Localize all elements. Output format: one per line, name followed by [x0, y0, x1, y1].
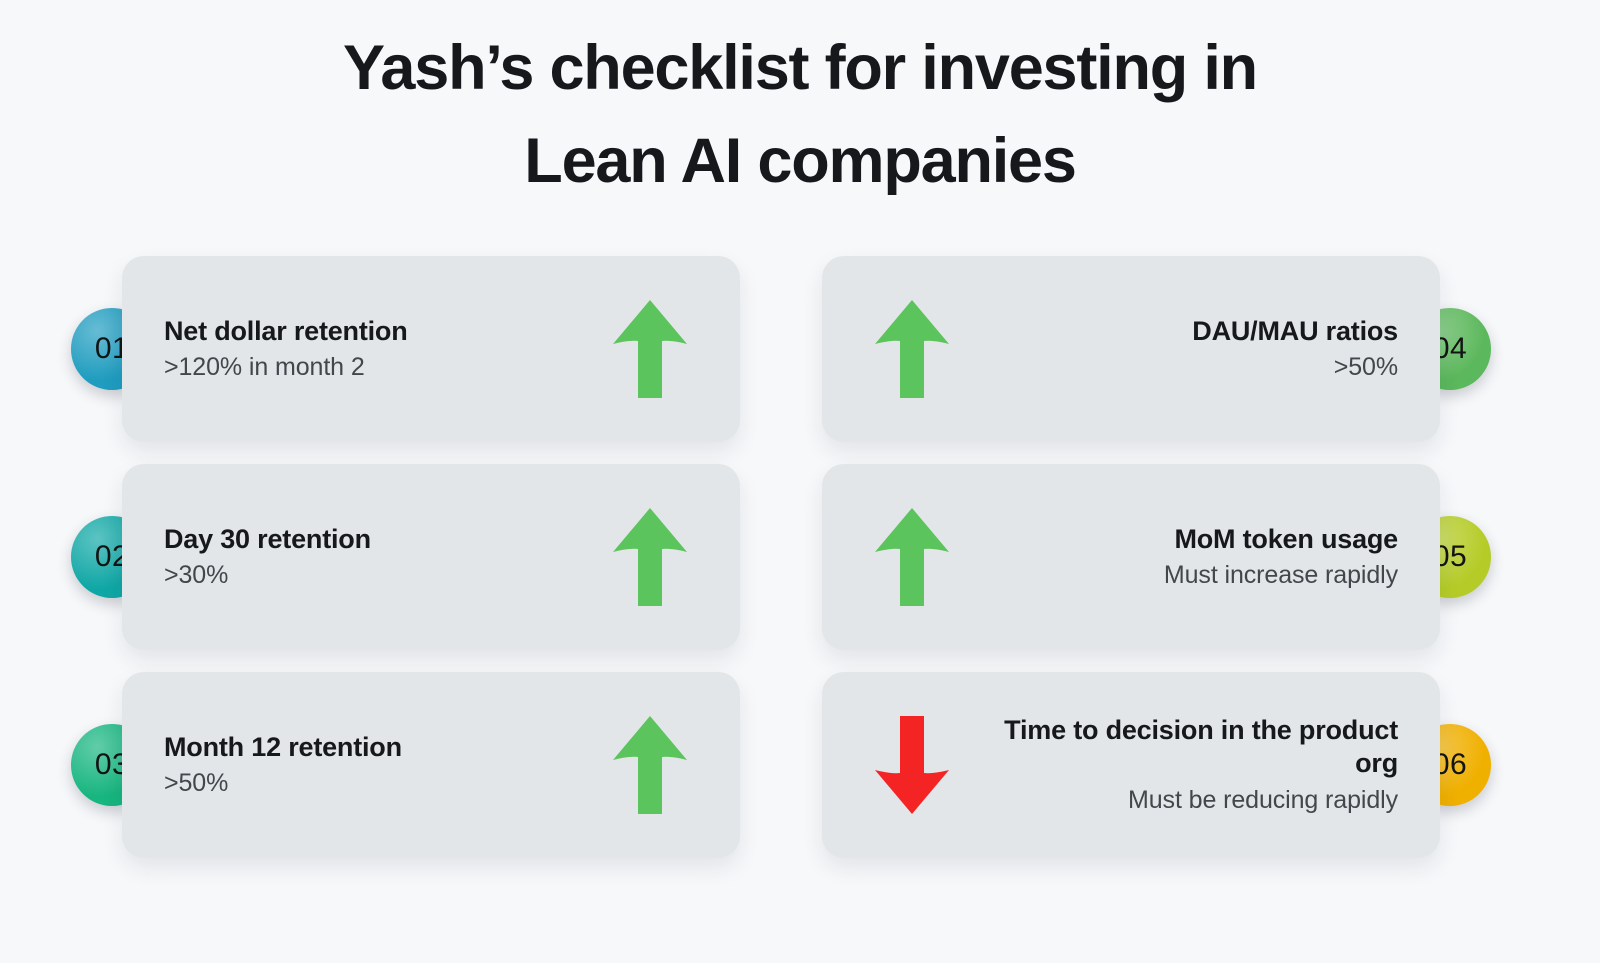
card-title: Month 12 retention — [164, 731, 402, 762]
card-subtitle: Must increase rapidly — [1163, 561, 1398, 590]
arrow-up-icon — [602, 713, 698, 817]
card-title: DAU/MAU ratios — [1192, 315, 1398, 346]
card-title: MoM token usage — [1174, 523, 1398, 554]
card-title: Time to decision in the product org — [1004, 715, 1398, 778]
checklist-item: 01 Net dollar retention >120% in month 2 — [71, 256, 740, 442]
arrow-up-icon — [864, 505, 960, 609]
checklist-card[interactable]: MoM token usage Must increase rapidly — [822, 464, 1440, 650]
checklist-item: 06 Time to decision in the product org M… — [822, 672, 1491, 858]
checklist-card[interactable]: Net dollar retention >120% in month 2 — [122, 256, 740, 442]
checklist-column-right: 04 DAU/MAU ratios >50% 05 — [822, 256, 1491, 858]
card-text: DAU/MAU ratios >50% — [960, 315, 1398, 384]
card-text: MoM token usage Must increase rapidly — [960, 523, 1398, 592]
card-subtitle: >30% — [164, 561, 229, 590]
card-text: Day 30 retention >30% — [164, 523, 602, 592]
arrow-up-icon — [602, 505, 698, 609]
card-title: Net dollar retention — [164, 315, 408, 346]
page-title-line-2: Lean AI companies — [524, 126, 1077, 197]
page-title-line-1: Yash’s checklist for investing in — [343, 33, 1258, 103]
page-title: Yash’s checklist for investing in Lean A… — [0, 22, 1600, 208]
card-title: Day 30 retention — [164, 523, 371, 554]
checklist-card[interactable]: Time to decision in the product org Must… — [822, 672, 1440, 858]
arrow-up-icon — [864, 297, 960, 401]
card-text: Month 12 retention >50% — [164, 731, 602, 800]
checklist-item: 02 Day 30 retention >30% — [71, 464, 740, 650]
checklist-item: 05 MoM token usage Must increase rapidly — [822, 464, 1491, 650]
card-subtitle: >120% in month 2 — [164, 353, 365, 382]
arrow-down-icon — [864, 713, 960, 817]
checklist-card[interactable]: Month 12 retention >50% — [122, 672, 740, 858]
card-text: Net dollar retention >120% in month 2 — [164, 315, 602, 384]
card-text: Time to decision in the product org Must… — [960, 714, 1398, 816]
card-subtitle: Must be reducing rapidly — [1128, 785, 1398, 814]
checklist-column-left: 01 Net dollar retention >120% in month 2 — [71, 256, 740, 858]
checklist-item: 04 DAU/MAU ratios >50% — [822, 256, 1491, 442]
checklist-card[interactable]: DAU/MAU ratios >50% — [822, 256, 1440, 442]
card-subtitle: >50% — [1333, 353, 1398, 382]
checklist-card[interactable]: Day 30 retention >30% — [122, 464, 740, 650]
arrow-up-icon — [602, 297, 698, 401]
checklist-item: 03 Month 12 retention >50% — [71, 672, 740, 858]
card-subtitle: >50% — [164, 769, 229, 798]
